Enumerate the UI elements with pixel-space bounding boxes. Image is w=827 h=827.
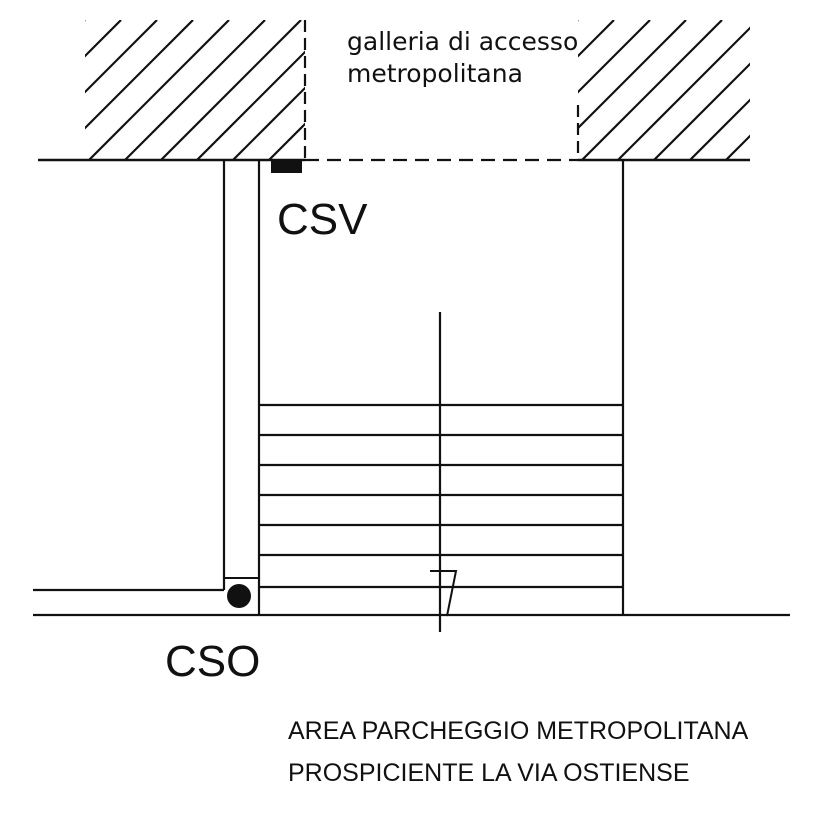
hatch-line bbox=[85, 20, 158, 94]
hatch-line bbox=[232, 86, 305, 160]
hatch-line bbox=[85, 20, 86, 22]
hatch-line bbox=[85, 20, 194, 130]
hatch-line bbox=[124, 20, 266, 160]
hatch-line bbox=[578, 20, 615, 58]
cso-marker bbox=[227, 584, 251, 608]
gallery-label-line1: galleria di accesso bbox=[347, 27, 578, 56]
area-label-line1: AREA PARCHEGGIO METROPOLITANA bbox=[288, 717, 749, 745]
csv-marker bbox=[271, 160, 302, 173]
hatch-line bbox=[689, 98, 750, 160]
hatch-line bbox=[85, 20, 122, 58]
hatch-line bbox=[617, 26, 750, 160]
left-wall-hatch bbox=[85, 20, 305, 160]
hatch-line bbox=[762, 20, 827, 160]
hatch-line bbox=[160, 20, 302, 160]
area-label-line2: PROSPICIENTE LA VIA OSTIENSE bbox=[288, 759, 690, 787]
gallery-label-line2: metropolitana bbox=[347, 59, 523, 88]
hatch-line bbox=[268, 122, 305, 160]
right-wall-hatch bbox=[578, 20, 827, 160]
hatch-line bbox=[653, 62, 750, 160]
hatch-line bbox=[578, 20, 687, 130]
hatch-line bbox=[581, 20, 723, 160]
hatch-line bbox=[578, 20, 651, 94]
hatch-line bbox=[196, 50, 305, 160]
hatch-line bbox=[725, 134, 750, 160]
csv-label: CSV bbox=[277, 195, 368, 244]
hatch-line bbox=[798, 20, 827, 160]
hatch-line bbox=[88, 20, 230, 160]
cso-label: CSO bbox=[165, 637, 260, 686]
break-symbol bbox=[430, 570, 458, 617]
